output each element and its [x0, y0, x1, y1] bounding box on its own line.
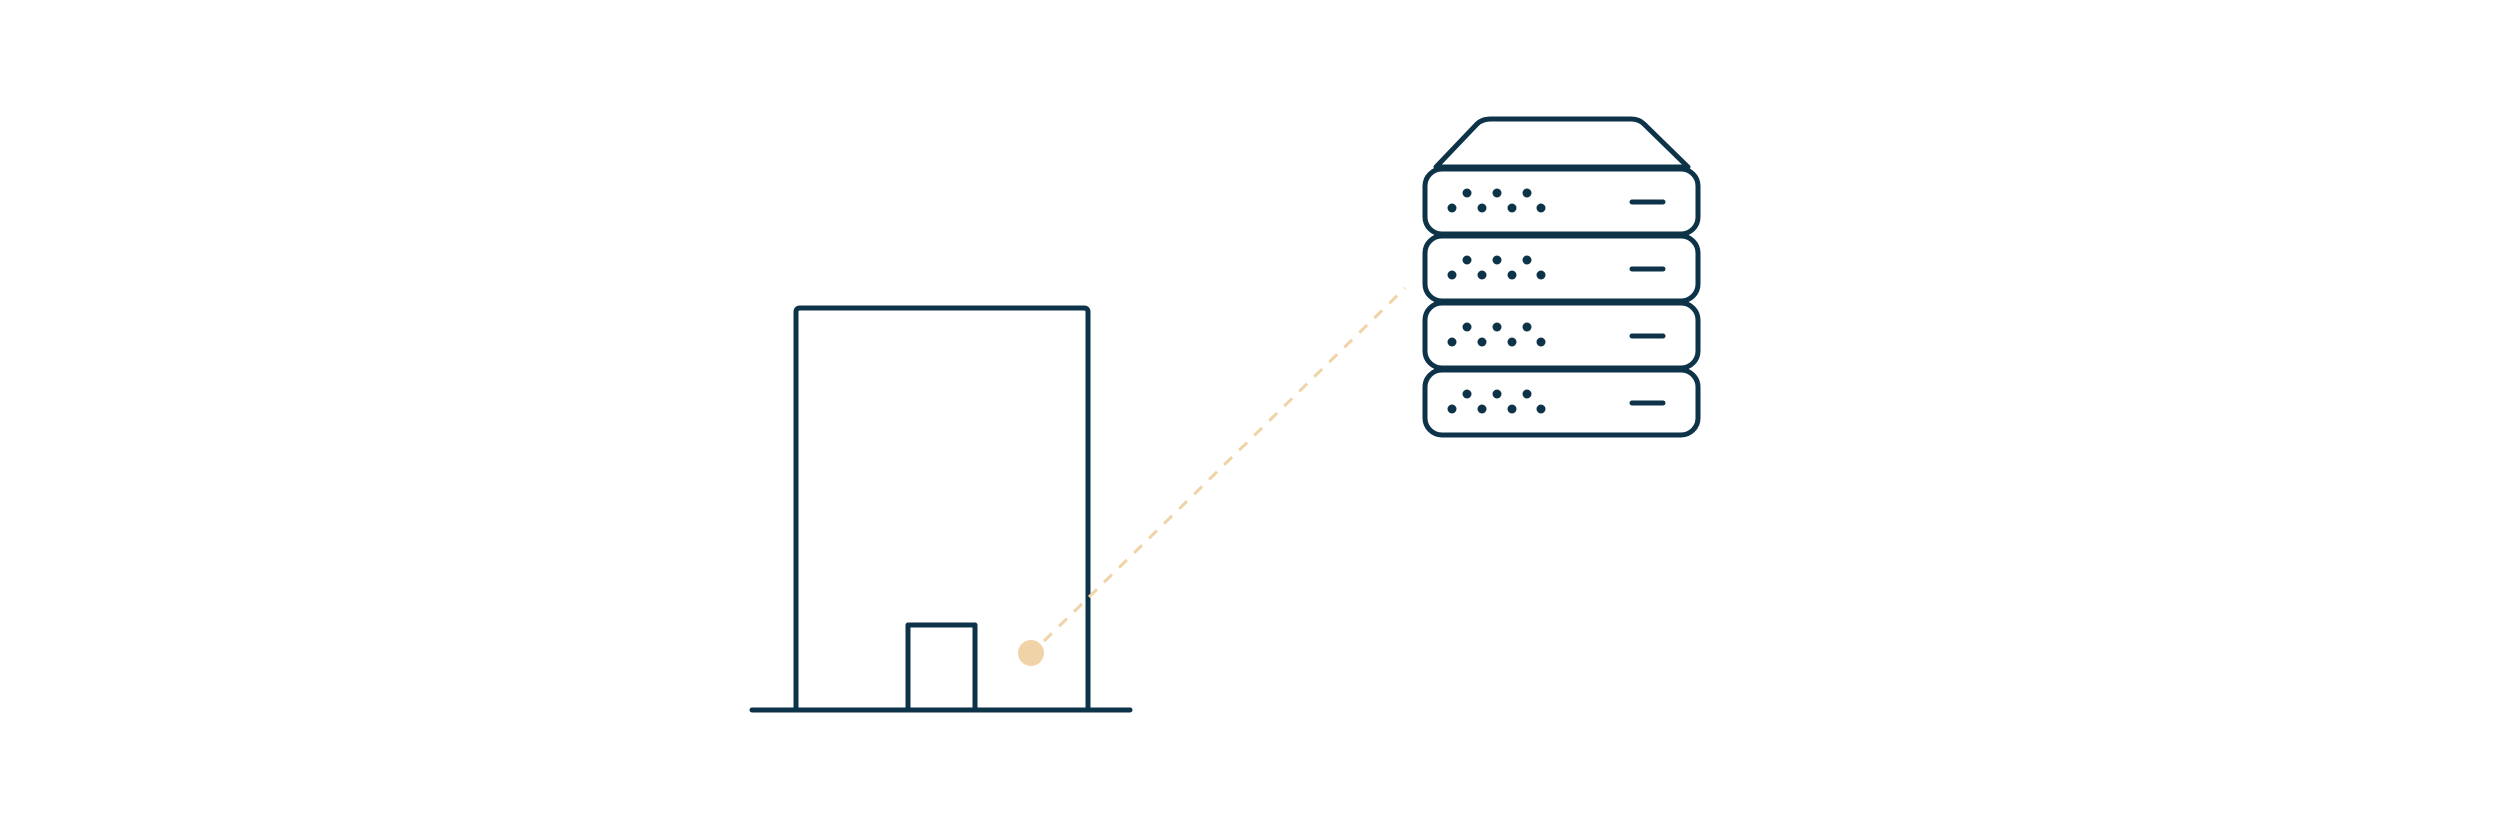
server-led-dot: [1536, 270, 1546, 280]
server-led-dot: [1507, 404, 1517, 414]
server-led-dot: [1492, 322, 1502, 332]
server-led-dot: [1492, 188, 1502, 198]
server-led-dot: [1462, 322, 1472, 332]
server-led-dot: [1447, 404, 1457, 414]
connection-dashed-line: [1042, 286, 1407, 643]
server-rack-top-cover: [1433, 116, 1691, 170]
server-unit-body: [1422, 367, 1701, 438]
server-rack-icon: [1422, 116, 1701, 438]
server-led-dot: [1447, 337, 1457, 347]
server-led-dot: [1507, 203, 1517, 213]
server-unit: [1422, 233, 1701, 304]
server-led-dot: [1462, 255, 1472, 265]
building-door: [905, 622, 978, 713]
server-led-dot: [1522, 188, 1532, 198]
server-led-dot: [1477, 203, 1487, 213]
server-led-dot: [1507, 270, 1517, 280]
server-led-dot: [1522, 322, 1532, 332]
server-led-dot: [1492, 255, 1502, 265]
connection-endpoint-dot: [1018, 640, 1044, 666]
server-led-dot: [1536, 404, 1546, 414]
server-led-dot: [1447, 203, 1457, 213]
server-led-dot: [1507, 337, 1517, 347]
building-outline: [793, 305, 1091, 713]
building-icon: [749, 305, 1133, 713]
server-led-dot: [1462, 389, 1472, 399]
server-led-dot: [1462, 188, 1472, 198]
server-led-dot: [1536, 203, 1546, 213]
server-led-dot: [1536, 337, 1546, 347]
server-unit: [1422, 166, 1701, 237]
server-led-dot: [1477, 270, 1487, 280]
server-led-dot: [1477, 337, 1487, 347]
server-led-dot: [1522, 255, 1532, 265]
server-unit: [1422, 300, 1701, 371]
server-led-dot: [1522, 389, 1532, 399]
server-led-dot: [1477, 404, 1487, 414]
server-led-dot: [1447, 270, 1457, 280]
server-unit: [1422, 367, 1701, 438]
server-led-dot: [1492, 389, 1502, 399]
connection: [1018, 286, 1407, 666]
